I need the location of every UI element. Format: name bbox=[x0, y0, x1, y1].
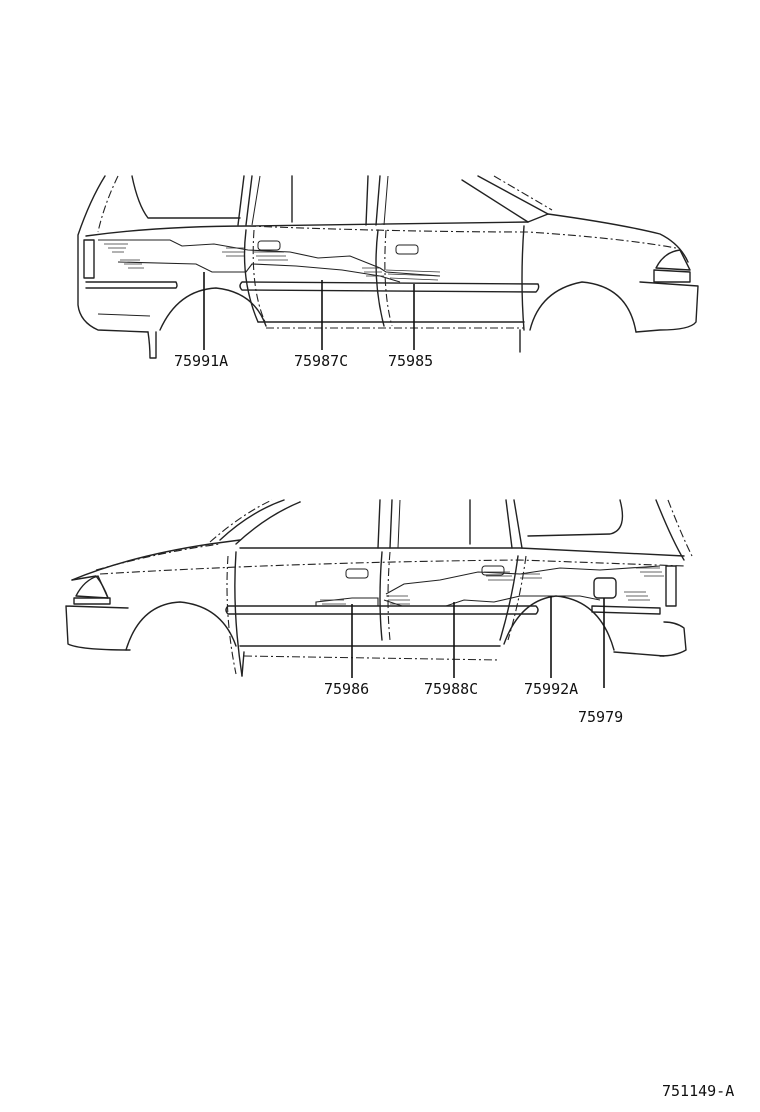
part-label: 75988C bbox=[424, 680, 478, 698]
part-label: 75979 bbox=[578, 708, 623, 726]
part-label: 75985 bbox=[388, 352, 433, 370]
part-label: 75987C bbox=[294, 352, 348, 370]
diagram-code: 751149-A bbox=[662, 1082, 734, 1100]
part-label: 75992A bbox=[524, 680, 578, 698]
lower-car-view: 75986 75988C 75992A 75979 bbox=[65, 499, 693, 726]
fuel-door bbox=[593, 577, 617, 599]
upper-car-view: 75991A 75987C 75985 bbox=[77, 175, 699, 370]
part-label: 75986 bbox=[324, 680, 369, 698]
part-label: 75991A bbox=[174, 352, 228, 370]
